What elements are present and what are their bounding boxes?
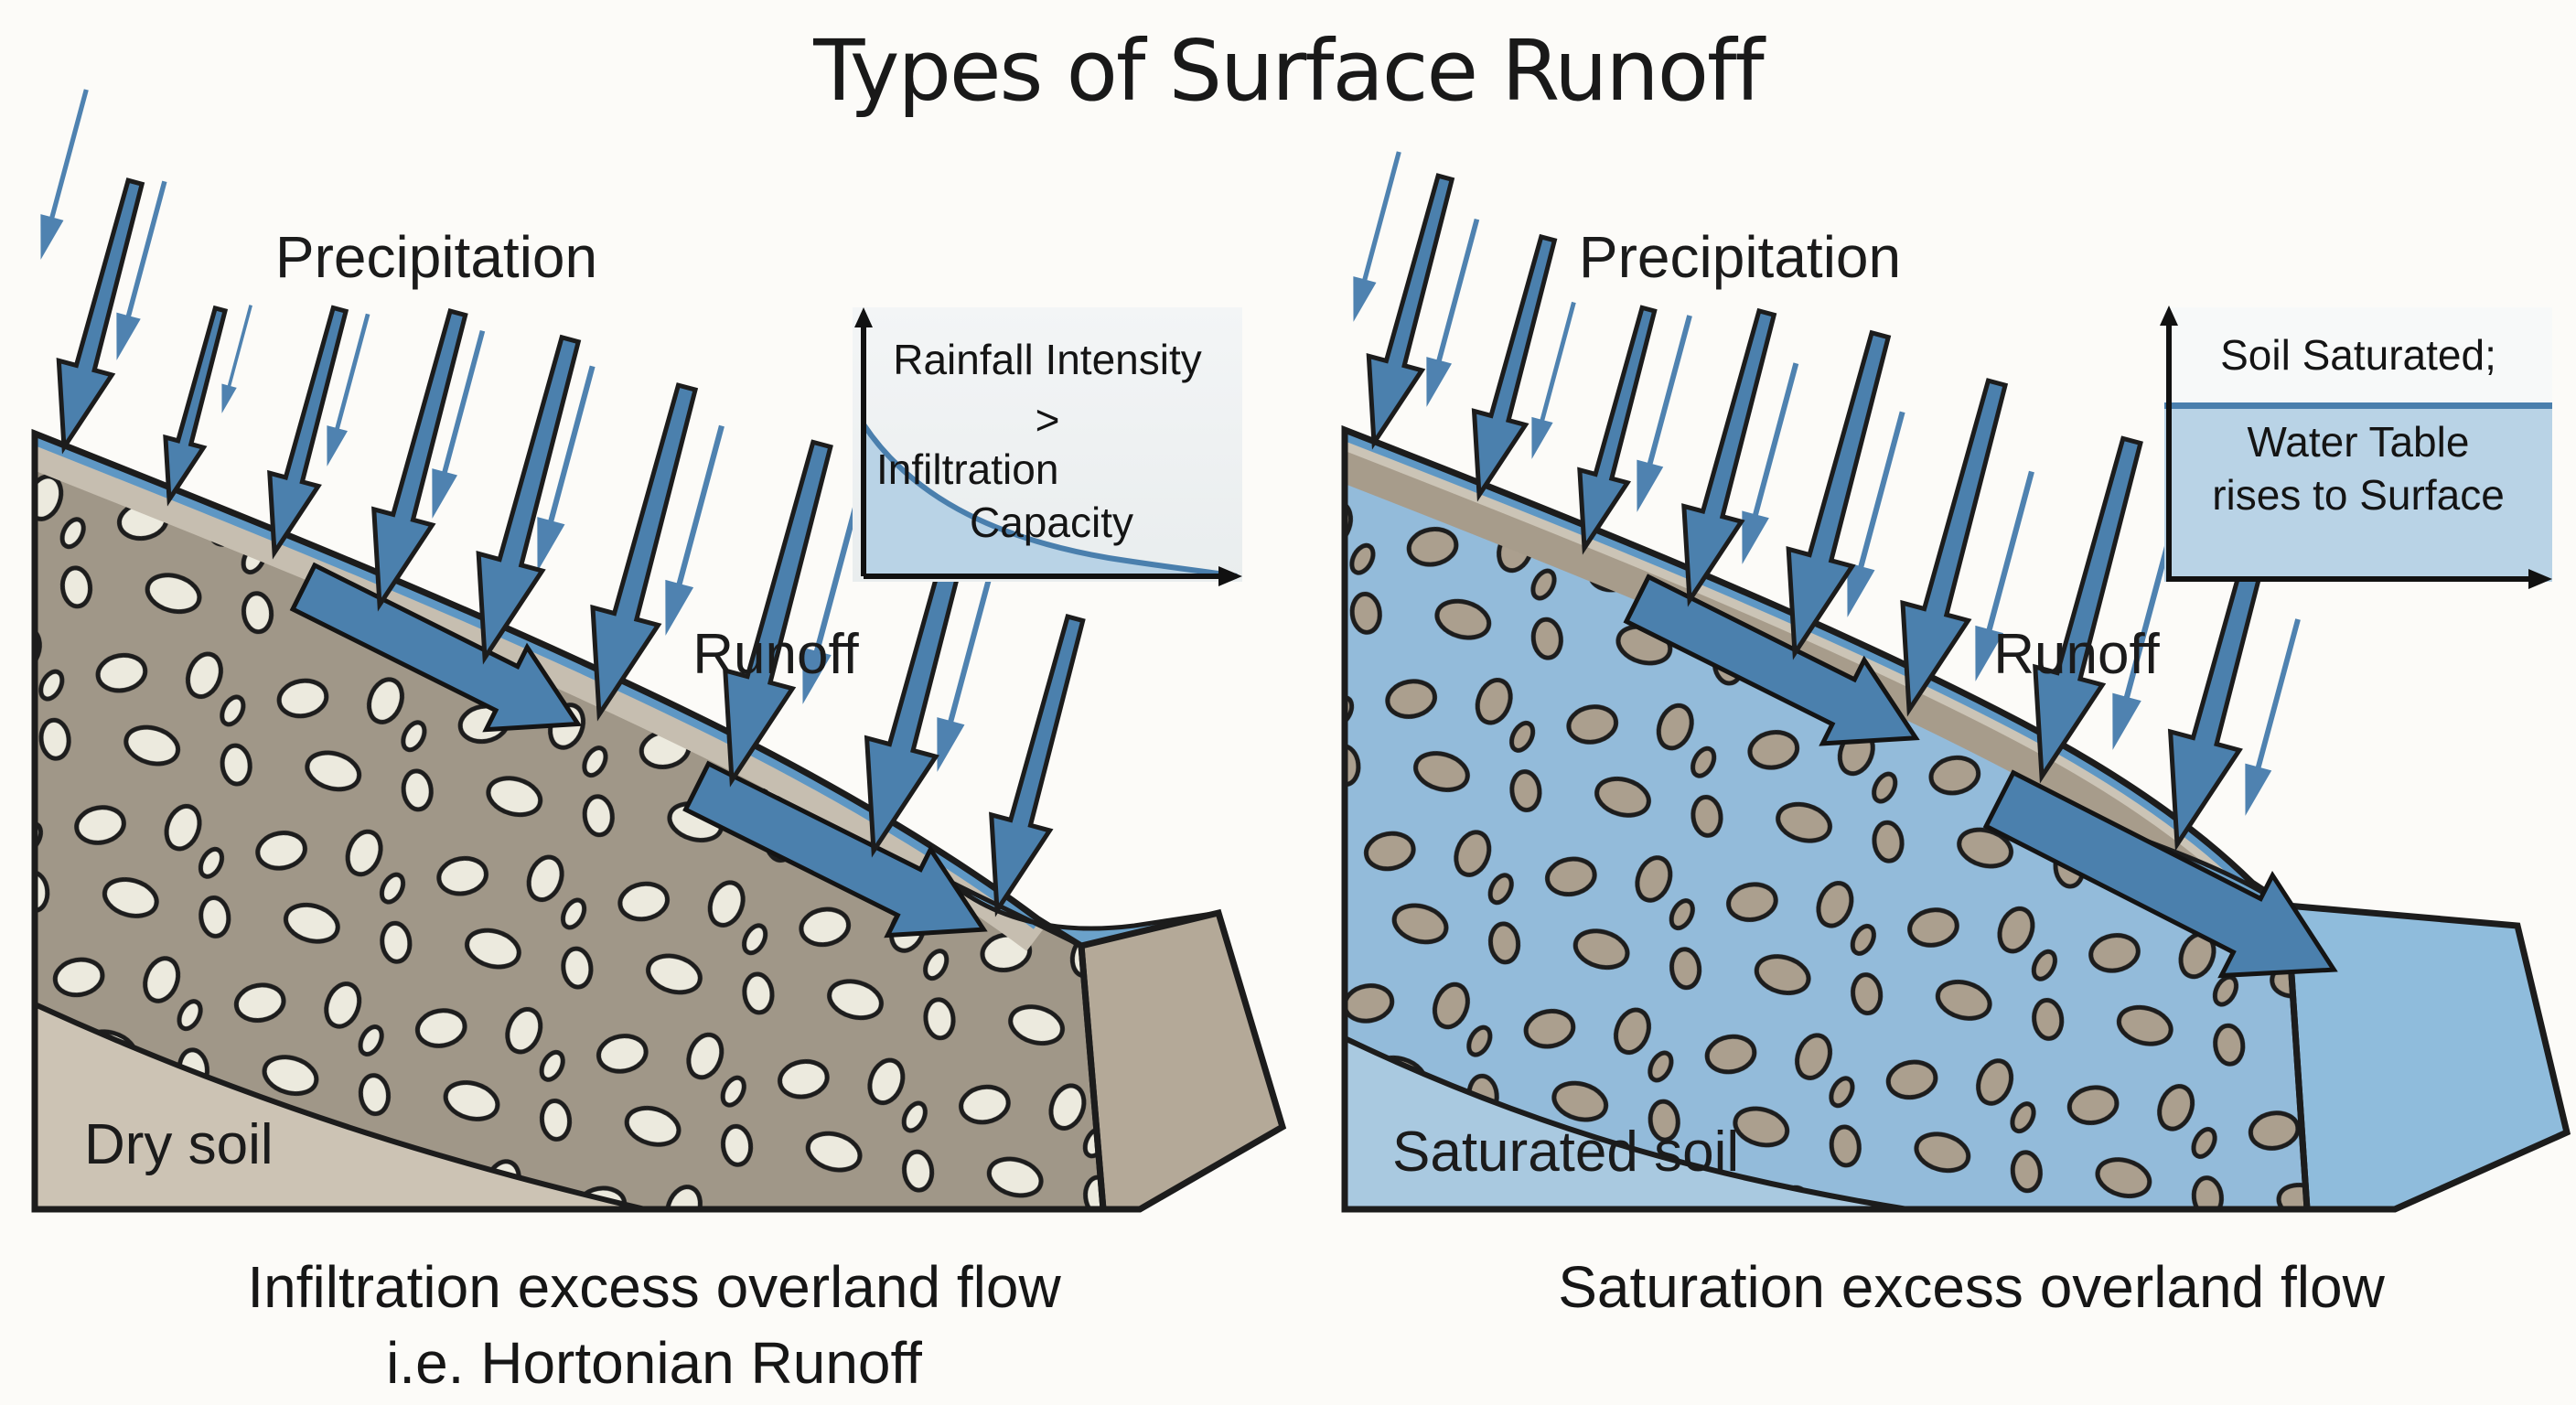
inset-left-line1: Rainfall Intensity (893, 336, 1202, 383)
precipitation-label-right: Precipitation (1578, 224, 1902, 290)
inset-right-line1: Soil Saturated; (2164, 307, 2552, 402)
saturated-soil-block (1317, 148, 2571, 1213)
graph-curve-and-axes (854, 307, 1242, 586)
dry-subsoil-layer (35, 1000, 646, 1209)
block-side-face (2283, 902, 2571, 1213)
y-axis-arrowhead-icon (2160, 306, 2178, 326)
water-table-line (2164, 402, 2552, 409)
light-rain-arrow-icon (1342, 148, 1411, 325)
rain-arrow-icon (968, 611, 1104, 918)
rain-arrow-icon (38, 175, 162, 454)
precipitation-label-left: Precipitation (274, 224, 598, 290)
caption-left: Infiltration excess overland flow i.e. H… (55, 1249, 1253, 1401)
block-outline (31, 428, 1107, 1213)
x-axis-arrowhead-icon (1218, 566, 1242, 586)
light-rain-arrow-icon (2232, 615, 2312, 819)
x-axis-arrowhead-icon (2528, 569, 2552, 589)
inset-left-line3: Infiltration (876, 445, 1059, 493)
y-axis-arrowhead-icon (854, 307, 873, 327)
infiltration-graph-inset: Rainfall Intensity > Infiltration Capaci… (853, 307, 1242, 586)
infiltration-curve-fill (864, 424, 1237, 576)
caption-right: Saturation excess overland flow (1372, 1249, 2571, 1325)
caption-left-line2: i.e. Hortonian Runoff (386, 1330, 922, 1397)
inset-left-line2: > (1035, 396, 1060, 444)
block-side-face (1078, 908, 1287, 1213)
inset-right-line3: rises to Surface (2212, 470, 2505, 519)
inset-right-line2: Water Table (2247, 418, 2470, 466)
inset-left-line4: Capacity (970, 499, 1133, 546)
runoff-label-left: Runoff (692, 623, 859, 686)
runoff-label-right: Runoff (1993, 623, 2160, 686)
surface-water-film (35, 434, 1044, 929)
infiltration-curve (861, 423, 1238, 579)
box-axes (2160, 306, 2552, 589)
block-outline (1341, 424, 2311, 1213)
page-title: Types of Surface Runoff (813, 22, 1765, 120)
saturation-box-inset: Soil Saturated; Water Table rises to Sur… (2160, 306, 2552, 589)
water-table-text: Water Table rises to Surface (2164, 409, 2552, 582)
caption-right-line1: Saturation excess overland flow (1558, 1254, 2385, 1320)
saturated-lower-layer (1345, 1034, 1908, 1209)
soil-state-label-right: Saturated soil (1392, 1121, 1740, 1184)
rain-arrow-icon (1561, 303, 1672, 554)
soil-state-label-left: Dry soil (84, 1113, 274, 1176)
caption-left-line1: Infiltration excess overland flow (247, 1254, 1061, 1320)
dry-soil-block (29, 86, 1287, 1213)
